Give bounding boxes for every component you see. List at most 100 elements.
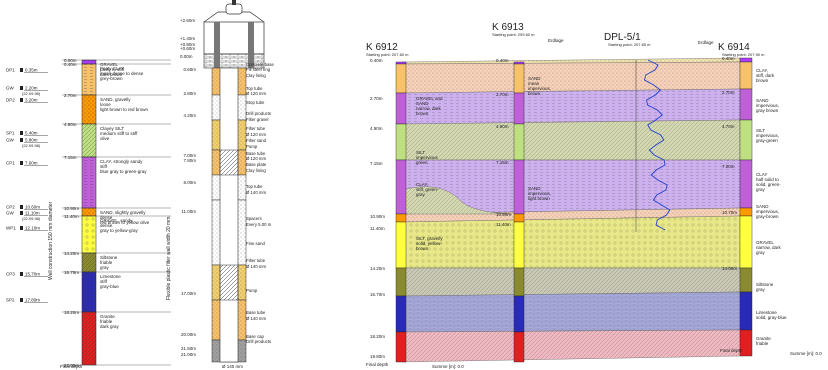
well-depth: 11.00m: [181, 209, 196, 214]
log-column: [62, 59, 171, 366]
xs-mid-depth: 4.90m: [496, 124, 509, 129]
xs-right-depth: 7.00m: [722, 164, 735, 169]
log-layer-pattern: [82, 124, 96, 157]
log-marker-date: (22.09.98): [22, 216, 41, 221]
well-annotation: Filter tube: [246, 126, 266, 131]
xs-borehole-layer: [395, 123, 407, 161]
xs-layer-label: solid, gray-blue: [756, 315, 787, 320]
xs-borehole-layer: [513, 92, 525, 125]
log-layer-pattern: [82, 64, 96, 95]
xs-left-depth: 14.20m: [370, 266, 385, 271]
xs-layer-label: solid, green-: [756, 182, 781, 187]
well-annotation: Spacers: [246, 216, 262, 221]
well-annotation: Ø 120 mm: [246, 91, 266, 96]
log-layer-pattern: [82, 312, 96, 365]
xs-left-depth: 7.15m: [370, 161, 383, 166]
log-layer-desc: dense: [100, 223, 113, 228]
well-depth: 21.00m: [181, 352, 196, 357]
xs-summe-right: Summe [m]: 0.0: [790, 351, 822, 356]
log-side-label-1: Well construction 150 mm diameter: [48, 201, 54, 280]
log-layer-desc: blue gray to green-gray: [100, 169, 147, 174]
xs-layer-label: brown: [756, 78, 769, 83]
xs-borehole-layer: [395, 159, 407, 215]
xs-borehole-layer: [395, 63, 407, 94]
log-layer-pattern: [82, 95, 96, 124]
xs-extra-label: Erdlage: [698, 40, 714, 45]
well-annotation: Filter sand: [246, 138, 267, 143]
well-depth: 7.80m: [183, 158, 196, 163]
xs-band-pattern: [402, 330, 740, 362]
borehole-name: K 6913: [492, 22, 524, 33]
well-annotation: Fine sand: [246, 241, 265, 246]
log-depth: 14.20m: [64, 251, 79, 256]
xs-layer-label: gray-green: [756, 138, 778, 143]
xs-left-depth: 18.20m: [370, 334, 385, 339]
xs-right-depth: 2.70m: [722, 90, 735, 95]
log-layer-desc: gray: [100, 265, 110, 270]
well-annotation: Clay lining: [246, 168, 266, 173]
xs-layer-label: gray: [756, 287, 766, 292]
xs-layer-label: impervious,: [756, 103, 779, 108]
log-marker-glyph: [20, 205, 23, 209]
well-annotation: Clay lining: [246, 73, 266, 78]
log-marker-value: 11.10m: [25, 211, 40, 216]
xs-layer-label: gray: [756, 250, 766, 255]
well-annotation: Top tube: [246, 86, 263, 91]
xs-left-depth: 4.90m: [370, 126, 383, 131]
log-layer-pattern: [82, 253, 96, 272]
log-layer-name: SAND, slightly gravelly: [100, 210, 146, 215]
xs-borehole-layer: [513, 61, 525, 65]
xs-borehole-layer: [739, 88, 753, 121]
xs-mid-depth: 11.40m: [496, 222, 511, 227]
well-annotation: Filter gravel: [246, 117, 268, 122]
xs-right-depth: 0.40m: [722, 56, 735, 61]
xs-borehole-layer: [513, 213, 525, 223]
xs-layer-label: friable: [756, 341, 769, 346]
borehole-name: K 6914: [718, 42, 750, 53]
xs-layer-label: brown: [528, 91, 541, 96]
xs-right-depth: 14.00m: [722, 266, 737, 271]
xs-layer-label: SAND: [528, 186, 541, 191]
log-layer-pattern: [82, 272, 96, 312]
log-marker-value: 10.60m: [25, 205, 40, 210]
log-marker-value: 7.60m: [25, 161, 38, 166]
xs-left-box-label: narrow, dark: [416, 106, 442, 111]
xs-layer-label: gray-brown: [756, 214, 779, 219]
xs-left-box-label: gray: [416, 192, 426, 197]
well-body: [211, 67, 247, 363]
log-marker-label: SP2: [6, 298, 15, 303]
xs-left-depth: 2.70m: [370, 96, 383, 101]
log-layer-desc: medium stiff to stiff: [100, 131, 138, 136]
borehole-start: Starting point: 209.60 m: [492, 32, 535, 37]
xs-layer-label: Granite: [756, 336, 771, 341]
xs-mid-depth: 7.15m: [496, 160, 509, 165]
well-annotation: Top tube: [246, 184, 263, 189]
well-annotation: Base tube: [246, 310, 266, 315]
xs-borehole-layer: [513, 123, 525, 161]
well-depth-labels: 0.60m2.80m4.20m7.00m7.80m8.00m11.00m17.0…: [181, 67, 196, 357]
log-layer-pattern: [82, 208, 96, 216]
xs-left-depth: 11.40m: [370, 226, 385, 231]
log-marker-glyph: [20, 131, 23, 135]
log-layer-desc: olive: [100, 136, 110, 141]
log-marker-glyph: [20, 211, 23, 215]
log-depth: 2.70m: [64, 93, 77, 98]
well-depth: 7.00m: [183, 153, 196, 158]
xs-layer-label: mean: [528, 81, 540, 86]
log-layer-desc: dark brown: [100, 72, 123, 77]
well-elevation: +1.40m: [180, 36, 195, 41]
log-layer-desc: dark gray: [100, 324, 120, 329]
well-depth: 20.00m: [181, 332, 196, 337]
xs-layer-label: stiff, dark: [756, 73, 775, 78]
xs-band-pattern: [402, 62, 740, 93]
log-marker-glyph: [20, 161, 23, 165]
log-depth: 4.90m: [64, 122, 77, 127]
xs-layer-label: SAND: [528, 76, 541, 81]
well-elevation: +0.80m: [180, 42, 195, 47]
xs-borehole-layer: [395, 213, 407, 223]
xs-left-depth: 10.90m: [370, 214, 385, 219]
log-layer-name: CLAY, strongly sandy: [100, 159, 143, 164]
